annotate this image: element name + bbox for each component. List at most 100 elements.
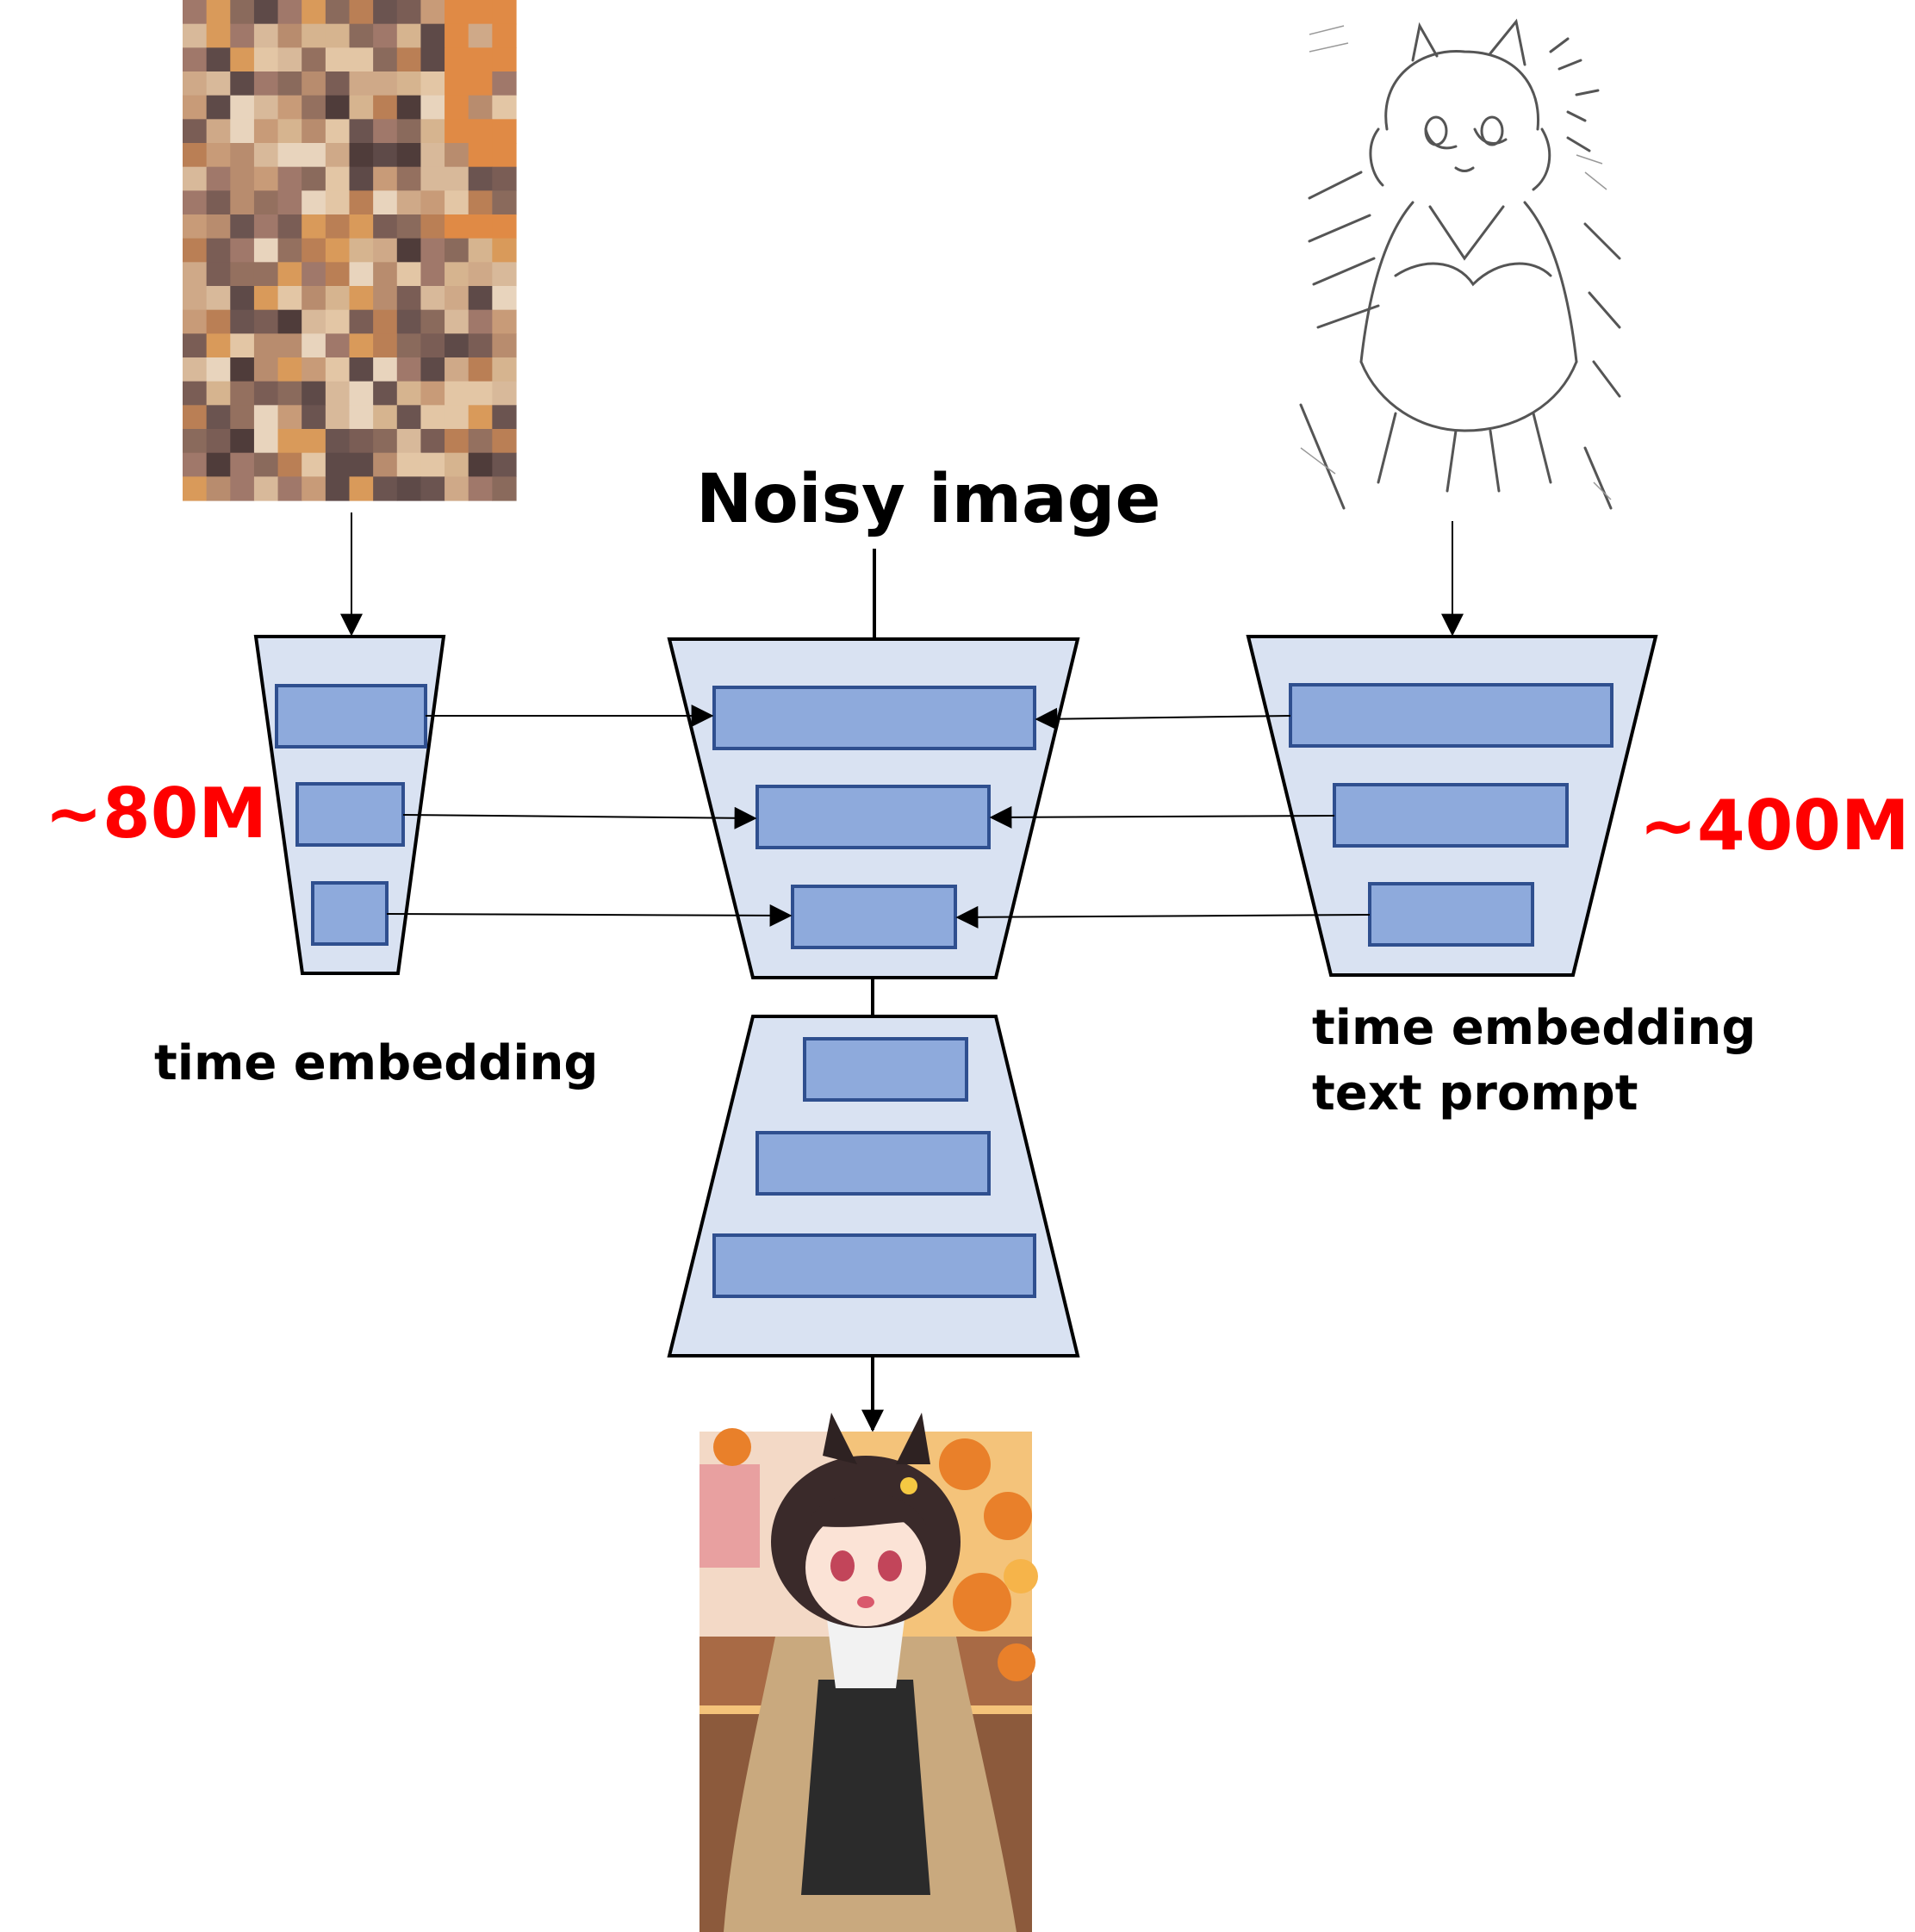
mosaic-tile bbox=[230, 95, 255, 120]
mosaic-tile bbox=[206, 333, 231, 358]
mosaic-tile bbox=[277, 429, 302, 454]
mosaic-tile bbox=[183, 166, 208, 191]
mosaic-tile bbox=[445, 405, 469, 430]
mosaic-tile bbox=[420, 333, 445, 358]
mosaic-tile bbox=[253, 357, 279, 382]
mosaic-tile bbox=[325, 357, 351, 382]
mosaic-tile bbox=[492, 0, 517, 25]
mosaic-tile bbox=[253, 119, 279, 144]
mosaic-tile bbox=[492, 238, 517, 263]
mosaic-tile bbox=[230, 0, 255, 25]
mosaic-tile bbox=[277, 166, 302, 191]
mosaic-tile bbox=[277, 262, 302, 287]
mosaic-tile bbox=[349, 357, 374, 382]
mosaic-tile bbox=[445, 214, 469, 239]
mosaic-tile bbox=[445, 429, 469, 454]
mosaic-tile bbox=[468, 23, 493, 48]
mosaic-tile bbox=[396, 47, 422, 72]
mosaic-tile bbox=[302, 190, 326, 215]
mosaic-tile bbox=[468, 381, 493, 406]
mosaic-tile bbox=[302, 214, 326, 239]
mosaic-tile bbox=[253, 405, 279, 430]
mosaic-tile bbox=[206, 286, 231, 311]
mosaic-tile bbox=[183, 429, 208, 454]
mosaic-tile bbox=[325, 405, 351, 430]
mosaic-tile bbox=[325, 309, 351, 334]
mosaic-tile bbox=[420, 381, 445, 406]
mosaic-tile bbox=[302, 381, 326, 406]
left-encoder-block-2 bbox=[295, 782, 405, 847]
mosaic-tile bbox=[325, 333, 351, 358]
mosaic-tile bbox=[492, 143, 517, 168]
mosaic-tile bbox=[445, 71, 469, 96]
mosaic-tile bbox=[325, 119, 351, 144]
mosaic-tile bbox=[349, 309, 374, 334]
mosaic-tile bbox=[373, 405, 398, 430]
mosaic-tile bbox=[373, 429, 398, 454]
mosaic-tile bbox=[468, 309, 493, 334]
mosaic-tile bbox=[468, 119, 493, 144]
mosaic-tile bbox=[349, 71, 374, 96]
mosaic-tile bbox=[468, 0, 493, 25]
mosaic-tile bbox=[302, 238, 326, 263]
mosaic-tile bbox=[325, 262, 351, 287]
mosaic-tile bbox=[468, 143, 493, 168]
mosaic-tile bbox=[206, 309, 231, 334]
mosaic-tile bbox=[277, 0, 302, 25]
mosaic-tile bbox=[230, 166, 255, 191]
mosaic-tile bbox=[302, 95, 326, 120]
center-decoder-block-2 bbox=[755, 1131, 991, 1196]
mosaic-tile bbox=[396, 214, 422, 239]
mosaic-tile bbox=[445, 333, 469, 358]
mosaic-tile bbox=[277, 95, 302, 120]
mosaic-tile bbox=[373, 190, 398, 215]
mosaic-tile bbox=[253, 214, 279, 239]
mosaic-tile bbox=[349, 143, 374, 168]
right-input-label-line2: text prompt bbox=[1312, 1065, 1638, 1121]
mosaic-tile bbox=[183, 309, 208, 334]
mosaic-tile bbox=[206, 405, 231, 430]
right-encoder-block-3 bbox=[1368, 882, 1534, 947]
output-image bbox=[699, 1413, 1038, 1932]
mosaic-tile bbox=[183, 357, 208, 382]
mosaic-tile bbox=[445, 95, 469, 120]
mosaic-tile bbox=[373, 238, 398, 263]
mosaic-tile bbox=[302, 452, 326, 477]
mosaic-tile bbox=[468, 262, 493, 287]
mosaic-tile bbox=[302, 143, 326, 168]
mosaic-tile bbox=[420, 143, 445, 168]
mosaic-tile bbox=[396, 143, 422, 168]
mosaic-tile bbox=[396, 119, 422, 144]
mosaic-tile bbox=[206, 262, 231, 287]
mosaic-tile bbox=[349, 452, 374, 477]
mosaic-tile bbox=[302, 166, 326, 191]
mosaic-tile bbox=[420, 0, 445, 25]
mosaic-tile bbox=[445, 143, 469, 168]
center-decoder-block-3 bbox=[712, 1233, 1036, 1298]
left-param-label: ~80M bbox=[45, 773, 267, 854]
mosaic-tile bbox=[230, 429, 255, 454]
mosaic-tile bbox=[253, 381, 279, 406]
mosaic-tile bbox=[253, 0, 279, 25]
mosaic-tile bbox=[253, 190, 279, 215]
mosaic-tile bbox=[468, 429, 493, 454]
right-skip-arrow-1 bbox=[1035, 707, 1291, 730]
mosaic-tile bbox=[420, 23, 445, 48]
mosaic-tile bbox=[277, 119, 302, 144]
mosaic-tile bbox=[468, 214, 493, 239]
mosaic-tile bbox=[445, 286, 469, 311]
mosaic-tile bbox=[492, 381, 517, 406]
mosaic-tile bbox=[420, 238, 445, 263]
mosaic-tile bbox=[230, 357, 255, 382]
mosaic-tile bbox=[492, 405, 517, 430]
mosaic-tile bbox=[492, 71, 517, 96]
mosaic-tile bbox=[445, 476, 469, 501]
mosaic-tile bbox=[230, 23, 255, 48]
mosaic-tile bbox=[492, 166, 517, 191]
mosaic-tile bbox=[183, 47, 208, 72]
mosaic-tile bbox=[230, 476, 255, 501]
mosaic-tile bbox=[325, 286, 351, 311]
mosaic-tile bbox=[396, 333, 422, 358]
mosaic-tile bbox=[373, 214, 398, 239]
left-encoder-block-1 bbox=[275, 684, 427, 749]
